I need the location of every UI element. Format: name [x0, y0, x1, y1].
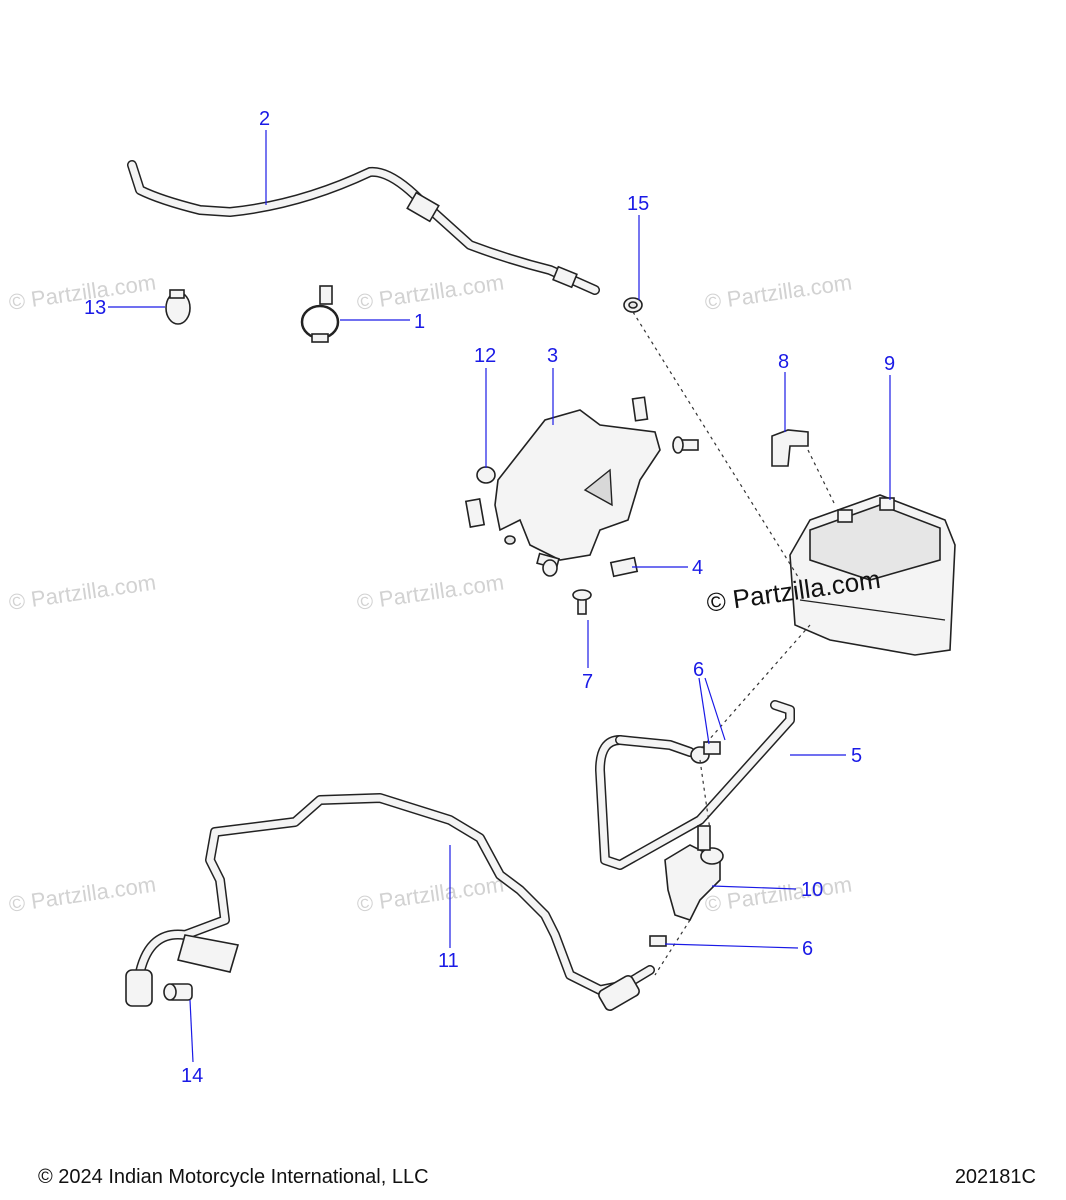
callout-7: 7: [582, 671, 593, 693]
callout-4: 4: [692, 557, 703, 579]
watermark: © Partzilla.com: [355, 270, 505, 315]
part-9-canister: [789, 494, 956, 656]
callout-2: 2: [259, 108, 270, 130]
part-1-clamp: [300, 285, 340, 343]
part-6-clamps: [649, 741, 721, 947]
watermark: © Partzilla.com: [7, 570, 157, 615]
footer-diagram-code: 202181C: [954, 1166, 1036, 1188]
callout-5: 5: [851, 745, 862, 767]
callout-11: 11: [438, 950, 459, 972]
watermark: © Partzilla.com: [703, 872, 853, 917]
callout-13: 13: [84, 297, 106, 319]
footer-copyright: © 2024 Indian Motorcycle International, …: [38, 1166, 429, 1188]
callout-1: 1: [414, 311, 425, 333]
callout-14: 14: [181, 1065, 203, 1087]
part-15-clamp: [623, 297, 643, 313]
part-8-elbow: [771, 429, 809, 467]
callout-6-lower: 6: [802, 938, 813, 960]
callout-3: 3: [547, 345, 558, 367]
watermark: © Partzilla.com: [703, 270, 853, 315]
part-2-upper-hose: [127, 160, 600, 295]
part-11-lower-hose: [125, 793, 655, 1011]
watermark: © Partzilla.com: [7, 872, 157, 917]
part-10-valve: [664, 825, 724, 921]
callout-9: 9: [884, 353, 895, 375]
bracket-hardware: [464, 396, 699, 615]
part-12-clip: [476, 466, 496, 484]
callout-12: 12: [474, 345, 496, 367]
callout-labels: 2 15 13 1 12 3 8 9 4 7 6 5 10 6 11 14: [84, 108, 895, 1087]
watermark: © Partzilla.com: [355, 570, 505, 615]
part-13-clamp: [165, 289, 191, 325]
part-14-fitting: [163, 983, 193, 1001]
callout-10: 10: [801, 879, 823, 901]
callout-15: 15: [627, 193, 649, 215]
assembly-lines: [632, 311, 836, 976]
part-5-hose: [595, 700, 795, 870]
part-3-bracket: [494, 409, 661, 561]
watermark: © Partzilla.com: [355, 872, 505, 917]
watermark: © Partzilla.com: [7, 270, 157, 315]
callout-6-upper: 6: [693, 659, 704, 681]
callout-8: 8: [778, 351, 789, 373]
callout-leaders: [108, 130, 891, 1063]
